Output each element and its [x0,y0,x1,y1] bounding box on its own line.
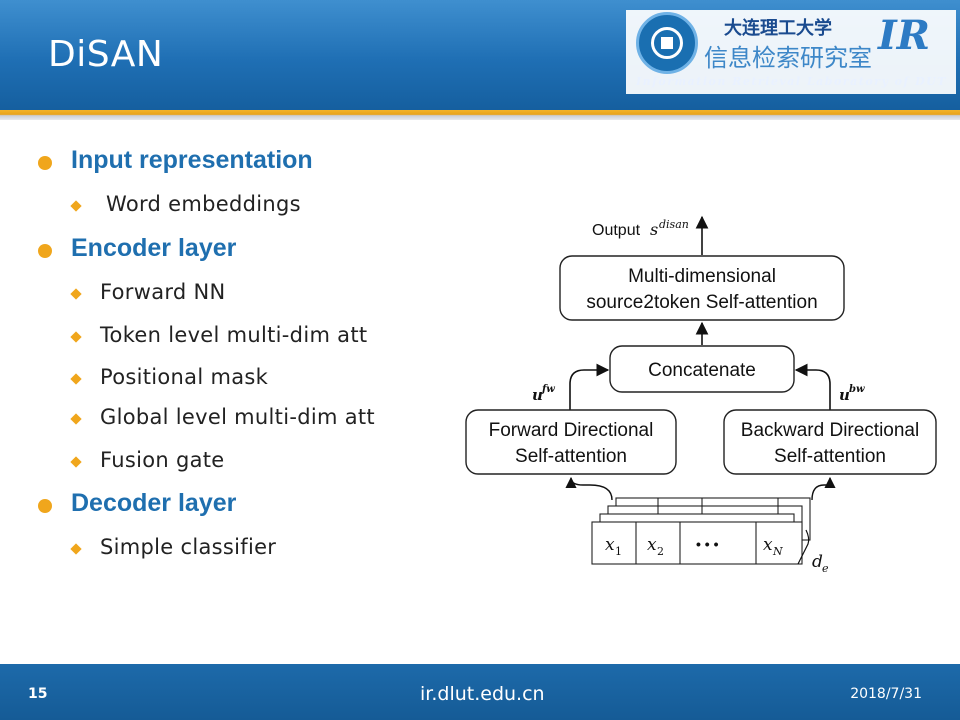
u-fw-base: u [532,386,543,404]
bullet-dot-icon [38,156,52,170]
bullet-dot-icon [38,499,52,513]
input-xn-sub: N [772,545,783,558]
multi-dimensional-attention-box [559,255,845,321]
university-name: 大连理工大学 [724,18,832,39]
ir-logo: IR [878,12,930,59]
concatenate-box [609,345,795,393]
header-stripe [0,110,960,120]
lab-name: 信息检索研究室 [704,44,872,72]
diamond-bullet-icon [70,331,82,343]
footer-site: ir.dlut.edu.cn [420,683,545,705]
output-symbol: s [650,220,658,239]
sub-bullet-label: Simple classifier [100,535,277,559]
top-box-line-2: source2token Self-attention [586,292,817,313]
u-fw-superscript: fw [541,384,555,395]
sub-bullet-label: Global level multi-dim att [100,405,375,429]
u-bw-base: u [839,386,850,404]
sub-bullet-label: Forward NN [100,280,226,304]
bullet-label: Input representation [71,146,313,174]
footer-date: 2018/7/31 [850,686,922,702]
lab-english-name: Information Retrieval Laboratory of DUT [636,75,947,88]
disan-architecture-diagram: Output s disan Multi-dimensional source2… [465,215,937,575]
bullet-dot-icon [38,244,52,258]
slide-title: DiSAN [48,34,164,75]
top-box-line-1: Multi-dimensional [628,266,776,287]
input-x2-sub: 2 [657,545,664,558]
concatenate-label: Concatenate [648,360,756,381]
diamond-bullet-icon [70,413,82,425]
sub-bullet-label: Fusion gate [100,448,225,472]
sub-bullet-label: Positional mask [100,365,269,389]
diamond-bullet-icon [70,456,82,468]
u-bw-superscript: bw [849,384,865,395]
input-x1-sub: 1 [615,545,622,558]
backward-box-line-1: Backward Directional [741,420,919,441]
slide-footer: 15 ir.dlut.edu.cn 2018/7/31 [0,664,960,720]
page-number: 15 [28,686,48,702]
sub-bullet-label: Word embeddings [106,192,301,216]
input-x1-base: x [605,535,615,555]
backward-box-line-2: Self-attention [774,446,886,467]
input-ellipsis: • • • [696,536,719,552]
diamond-bullet-icon [70,200,82,212]
diamond-bullet-icon [70,543,82,555]
input-x2-base: x [647,535,657,555]
bullet-label: Decoder layer [71,489,237,517]
forward-self-attention-box [465,409,677,475]
bullet-label: Encoder layer [71,234,237,262]
dim-label-sub: e [822,562,829,575]
output-label: Output [592,222,641,239]
dim-label-base: d [812,552,823,572]
input-xn-base: x [763,535,773,555]
university-seal-icon [636,12,698,74]
diamond-bullet-icon [70,373,82,385]
diamond-bullet-icon [70,288,82,300]
backward-self-attention-box [723,409,937,475]
forward-box-line-2: Self-attention [515,446,627,467]
sub-bullet-label: Token level multi-dim att [100,323,368,347]
dimension-brace-icon [797,529,810,565]
output-superscript: disan [659,218,689,231]
forward-box-line-1: Forward Directional [489,420,654,441]
